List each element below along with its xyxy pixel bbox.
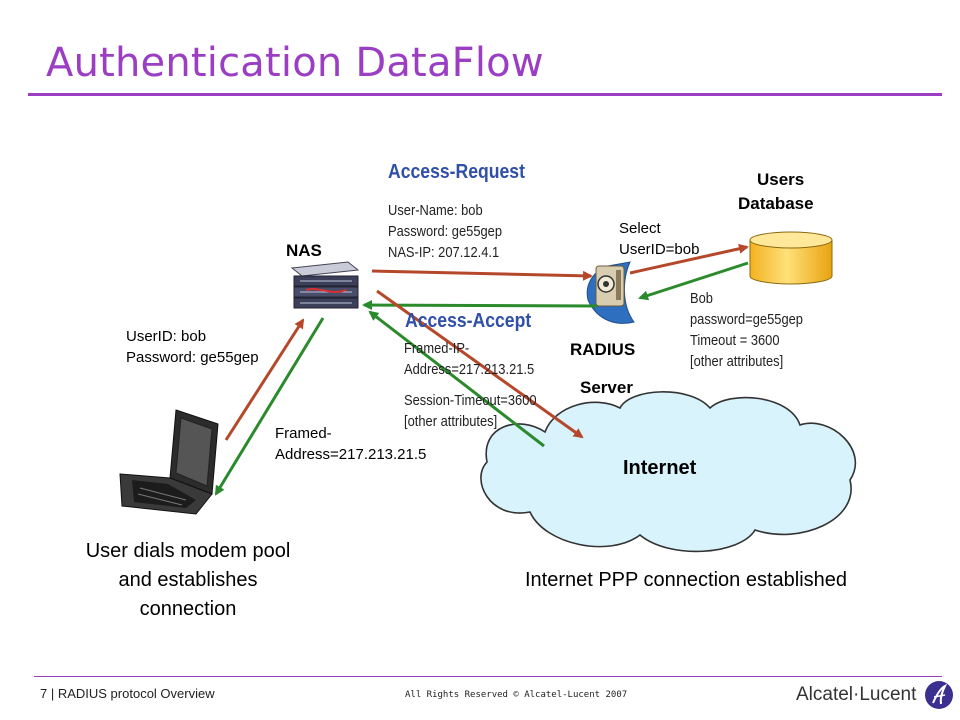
users-database-label-line2: Database <box>738 194 814 213</box>
db-response-line: password=ge55gep <box>690 311 803 328</box>
access-request-line: NAS-IP: 207.12.4.1 <box>388 244 500 261</box>
title-divider <box>28 93 942 96</box>
password-text: Password: ge55gep <box>126 349 259 366</box>
access-accept-heading: Access-Accept <box>405 310 532 332</box>
database-icon <box>749 231 833 285</box>
select-query-arrow <box>629 243 749 275</box>
nas-to-user-arrow <box>214 317 325 496</box>
user-caption-line1: User dials modem pool <box>85 540 291 562</box>
copyright-text: All Rights Reserved © Alcatel-Lucent 200… <box>405 690 628 700</box>
access-accept-attributes: Framed-IP- Address=217.213.21.5 <box>404 338 534 380</box>
access-accept-line: [other attributes] <box>404 413 498 430</box>
radius-server-icon <box>586 261 635 324</box>
access-accept-arrow <box>362 300 598 311</box>
userid-text: UserID: bob <box>126 328 207 345</box>
user-credentials: UserID: bob Password: ge55gep <box>126 326 259 368</box>
server-label: Server <box>580 378 633 397</box>
access-accept-line: Framed-IP- <box>404 340 470 357</box>
select-line2: UserID=bob <box>619 241 700 258</box>
db-response-line: [other attributes] <box>690 353 784 370</box>
brand-block: Alcatel·Lucent <box>796 680 954 710</box>
access-request-line: Password: ge55gep <box>388 223 503 240</box>
brand-name: Alcatel·Lucent <box>796 684 917 705</box>
access-request-arrow <box>371 269 593 281</box>
access-accept-line: Session-Timeout=3600 <box>404 392 537 409</box>
access-request-attributes: User-Name: bob Password: ge55gep NAS-IP:… <box>388 200 502 263</box>
select-query-note: Select UserID=bob <box>619 218 699 260</box>
internet-label: Internet <box>623 457 697 479</box>
db-response-line: Timeout = 3600 <box>690 332 780 349</box>
internet-caption: Internet PPP connection established <box>524 569 848 591</box>
user-caption-line2: and establishes <box>118 569 258 591</box>
page-title: Authentication DataFlow <box>46 40 544 86</box>
nas-rack-icon <box>290 261 360 309</box>
access-accept-line: Address=217.213.21.5 <box>404 361 535 378</box>
select-line1: Select <box>619 220 661 237</box>
framed-address-line2: Address=217.213.21.5 <box>275 446 427 463</box>
framed-address-line1: Framed- <box>275 425 332 442</box>
db-response-arrow <box>638 261 749 301</box>
user-caption: User dials modem pool and establishes co… <box>58 537 318 624</box>
radius-label: RADIUS <box>570 340 636 359</box>
nas-to-internet-arrow <box>376 289 584 439</box>
nas-label: NAS <box>286 241 322 260</box>
db-response-line: Bob <box>690 290 713 307</box>
alcatel-lucent-logo-icon <box>925 681 954 709</box>
db-response-note: Bob password=ge55gep Timeout = 3600 [oth… <box>690 288 803 372</box>
user-to-nas-arrow <box>224 318 305 441</box>
access-request-heading: Access-Request <box>388 161 525 183</box>
access-accept-attributes-extra: Session-Timeout=3600 [other attributes] <box>404 390 537 432</box>
user-caption-line3: connection <box>139 598 237 620</box>
users-database-label-line1: Users <box>757 170 805 189</box>
framed-address-note: Framed- Address=217.213.21.5 <box>275 423 426 465</box>
internet-to-nas-arrow <box>368 310 545 448</box>
access-request-line: User-Name: bob <box>388 202 483 219</box>
page-number-footer: 7 | RADIUS protocol Overview <box>40 686 215 701</box>
laptop-icon <box>119 409 219 515</box>
footer-divider <box>34 676 942 677</box>
